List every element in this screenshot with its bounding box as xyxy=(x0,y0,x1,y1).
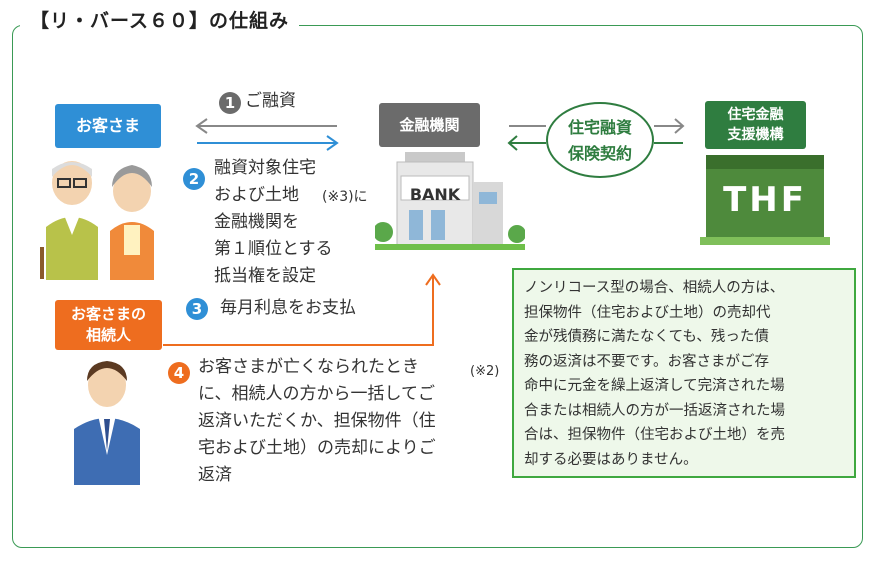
bank-sign: BANK xyxy=(409,185,461,204)
bank-to-thf-arrow xyxy=(509,118,685,134)
customer-couple-illustration xyxy=(40,161,154,280)
mortgage-arrow xyxy=(197,135,339,151)
heir-illustration xyxy=(74,361,140,485)
loan-arrow xyxy=(195,118,337,134)
step-4-number: 4 xyxy=(168,362,190,384)
page-title: 【リ・バース６０】の仕組み xyxy=(20,6,300,33)
step-2-line-4: 第１順位とする xyxy=(214,239,333,259)
step-4-line-2: に、相続人の方から一括してご xyxy=(198,384,435,404)
non-recourse-note: ノンリコース型の場合、相続人の方は、 担保物件（住宅および土地）の売却代 金が残… xyxy=(512,268,856,478)
step-4-line-4: 宅および土地）の売却によりご xyxy=(198,438,436,458)
thf-to-bank-arrow xyxy=(507,135,683,151)
bank-tag: 金融機関 xyxy=(379,103,480,147)
repayment-arrow xyxy=(163,273,441,346)
step-2-line-3: 金融機関を xyxy=(214,212,299,232)
step-2-line-2: および土地 xyxy=(214,185,299,205)
bank-building-illustration xyxy=(375,152,525,250)
step-4-line-5: 返済 xyxy=(198,465,232,485)
step-1-text: ご融資 xyxy=(245,91,296,111)
thf-tag: 住宅金融 支援機構 xyxy=(705,101,806,149)
customer-tag: お客さま xyxy=(55,104,161,148)
step-1-number: 1 xyxy=(219,92,241,114)
step-2-line-1: 融資対象住宅 xyxy=(214,158,316,178)
insurance-contract-oval: 住宅融資 保険契約 xyxy=(546,102,654,178)
step-2-number: 2 xyxy=(183,168,205,190)
thf-building-illustration xyxy=(700,155,830,245)
step-2-note: (※3)に xyxy=(322,189,368,205)
step-2-line-5: 抵当権を設定 xyxy=(214,266,316,286)
heir-tag: お客さまの 相続人 xyxy=(55,300,162,350)
thf-sign: THF xyxy=(723,180,807,220)
diagram-frame xyxy=(12,25,863,548)
step-3-text: 毎月利息をお支払 xyxy=(220,298,356,318)
step-4-line-3: 返済いただくか、担保物件（住 xyxy=(198,411,436,431)
step-4-note: (※2) xyxy=(470,364,500,379)
step-3-number: 3 xyxy=(186,298,208,320)
step-4-line-1: お客さまが亡くなられたとき xyxy=(198,357,419,377)
